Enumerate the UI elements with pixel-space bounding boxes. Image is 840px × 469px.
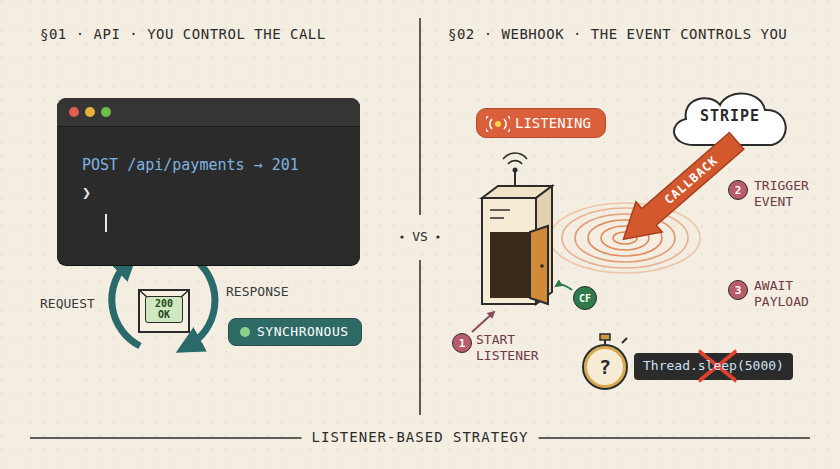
section-heading: §01 · API · YOU CONTROL THE CALL [40,26,326,44]
callout-number: 2 [728,180,748,200]
section-heading: §02 · WEBHOOK · THE EVENT CONTROLS YOU [448,26,787,44]
node-text: 1 [459,337,466,350]
node-text: SYNCHRONOUS [257,324,349,339]
window-dot [85,107,95,117]
stopwatch: ? [582,344,628,390]
node-text: ? [599,355,611,379]
node-text: 2 [735,184,742,197]
node-subtext: ❯ [82,184,91,202]
node-text: 200 OK [145,296,183,323]
node-text: POST /api/payments → 201 [82,156,338,174]
text-cursor [105,214,107,232]
callout-number: 1 [452,333,472,353]
terminal-window: POST /api/payments → 201 ❯ [57,98,360,265]
node-text: STRIPE [694,107,766,125]
cf-badge: CF [573,286,597,310]
annotation: AWAIT PAYLOAD [754,278,826,311]
envelope: 200 OK [137,284,191,334]
window-dot [101,107,111,117]
status-dot [240,327,250,337]
annotation: START LISTENER [476,332,558,365]
node-text: 3 [735,284,742,297]
node-text: Thread.sleep(5000) [643,358,784,373]
node-text: CF [579,293,591,304]
annotation: RESPONSE [226,284,289,300]
code-chip: Thread.sleep(5000) [634,353,793,380]
annotation: TRIGGER EVENT [754,178,826,211]
status-pill: SYNCHRONOUS [228,318,362,346]
signal-icon [486,116,510,132]
annotation: VS [408,228,432,246]
node-text: LISTENING [515,115,591,131]
window-dot [69,107,79,117]
annotation: REQUEST [40,296,95,312]
callout-number: 3 [728,280,748,300]
status-pill: LISTENING [476,108,606,138]
footer-caption: LISTENER-BASED STRATEGY [302,428,539,448]
